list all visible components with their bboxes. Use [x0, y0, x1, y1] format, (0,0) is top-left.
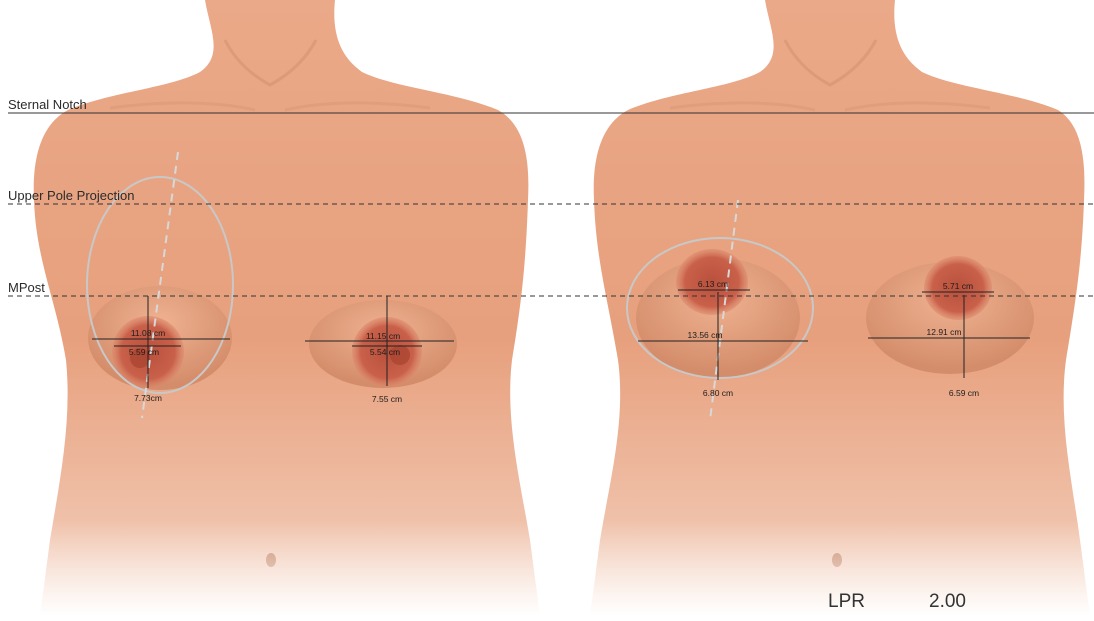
left-fig-rb-drop-text: 7.73cm — [134, 394, 162, 403]
lpr-value: 2.00 — [929, 592, 966, 611]
upper-pole-projection-label: Upper Pole Projection — [8, 189, 134, 202]
mpost-label: MPost — [8, 281, 45, 294]
sternal-notch-label: Sternal Notch — [8, 98, 87, 111]
left-fig-lb-drop-text: 7.55 cm — [372, 395, 402, 404]
left-fig-lb-areola-text: 5.54 cm — [370, 348, 400, 357]
right-fig-rb-width-text: 13.56 cm — [688, 331, 723, 340]
left-fig-rb-width-text: 11.08 cm — [131, 329, 165, 338]
left-fig-rb-areola-text: 5.59 cm — [129, 348, 159, 357]
right-fig-lb-drop-text: 6.59 cm — [949, 389, 979, 398]
right-fig-rb-drop-text: 6.80 cm — [703, 389, 733, 398]
right-fig-lb-areola-text: 5.71 cm — [943, 282, 973, 291]
lpr-label: LPR — [828, 592, 865, 611]
left-fig-lb-width-text: 11.15 cm — [366, 332, 400, 341]
right-fig-rb-areola-text: 6.13 cm — [698, 280, 728, 289]
right-fig-lb-width-text: 12.91 cm — [927, 328, 962, 337]
